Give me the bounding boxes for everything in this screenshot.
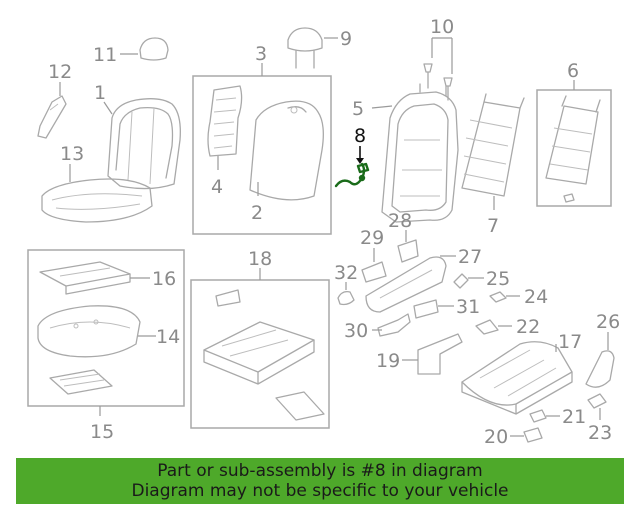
part-15-heater-mat bbox=[49, 369, 113, 395]
part-26-end-cap bbox=[585, 350, 615, 388]
banner-line-2: Diagram may not be specific to your vehi… bbox=[131, 481, 509, 501]
callout-16: 16 bbox=[152, 268, 176, 290]
callout-26: 26 bbox=[596, 311, 620, 333]
part-8-wire-harness bbox=[334, 146, 370, 188]
callout-8: 8 bbox=[354, 125, 366, 147]
callout-6: 6 bbox=[567, 60, 579, 82]
part-2-seatback-foam bbox=[249, 100, 324, 201]
part-4-pad bbox=[207, 85, 243, 157]
part-9-headrest bbox=[287, 27, 323, 69]
callout-7: 7 bbox=[487, 215, 499, 237]
callout-32: 32 bbox=[334, 262, 358, 284]
part-22-clip bbox=[475, 319, 499, 335]
info-banner: Part or sub-assembly is #8 in diagram Di… bbox=[16, 458, 624, 504]
callout-19: 19 bbox=[376, 350, 400, 372]
callout-1: 1 bbox=[94, 82, 106, 104]
callout-27: 27 bbox=[458, 246, 482, 268]
callout-21: 21 bbox=[562, 406, 586, 428]
part-14-cushion-foam bbox=[37, 305, 141, 358]
part-27-side-shield bbox=[365, 256, 447, 313]
part-25-clip bbox=[453, 273, 469, 289]
callout-18: 18 bbox=[248, 248, 272, 270]
banner-line-1: Part or sub-assembly is #8 in diagram bbox=[157, 461, 483, 481]
part-30-trim bbox=[377, 313, 411, 337]
part-17-seat-frame bbox=[461, 341, 573, 415]
part-32-cap bbox=[337, 290, 355, 306]
part-5-seatback-frame bbox=[381, 83, 459, 223]
callout-4: 4 bbox=[211, 176, 223, 198]
part-19-cover bbox=[417, 333, 463, 375]
callout-14: 14 bbox=[156, 326, 180, 348]
callout-2: 2 bbox=[251, 202, 263, 224]
part-7-lumbar-mat bbox=[461, 93, 525, 197]
callout-11: 11 bbox=[93, 44, 117, 66]
part-1-seatback-cover bbox=[107, 98, 181, 190]
callout-13: 13 bbox=[60, 143, 84, 165]
part-11-head-cover bbox=[139, 37, 169, 61]
callout-17: 17 bbox=[558, 331, 582, 353]
callout-24: 24 bbox=[524, 286, 548, 308]
callout-5: 5 bbox=[352, 98, 364, 120]
part-12-side-trim bbox=[37, 95, 67, 139]
callout-25: 25 bbox=[486, 268, 510, 290]
part-31-bracket bbox=[413, 299, 439, 319]
callout-29: 29 bbox=[360, 227, 384, 249]
part-20-nut bbox=[523, 427, 543, 443]
callout-23: 23 bbox=[588, 422, 612, 444]
group-box-15 bbox=[27, 249, 185, 407]
callout-31: 31 bbox=[456, 296, 480, 318]
part-18-seat-track bbox=[203, 289, 325, 421]
part-13-cushion-cover bbox=[41, 178, 153, 223]
callout-28: 28 bbox=[388, 210, 412, 232]
part-24-clip bbox=[489, 291, 507, 303]
part-23-clip bbox=[587, 393, 607, 409]
part-29-bezel bbox=[361, 261, 387, 283]
part-10-bolts bbox=[423, 63, 453, 101]
callout-9: 9 bbox=[340, 28, 352, 50]
part-6-spring-mat bbox=[545, 95, 601, 203]
callout-10: 10 bbox=[430, 16, 454, 38]
callout-15: 15 bbox=[90, 421, 114, 443]
callout-12: 12 bbox=[48, 61, 72, 83]
part-21-bolt bbox=[529, 409, 547, 423]
callout-30: 30 bbox=[344, 320, 368, 342]
seat-parts-diagram: 1 2 3 4 5 6 7 8 9 10 11 12 13 14 15 16 1… bbox=[27, 16, 620, 448]
part-28-switch-knob bbox=[397, 239, 419, 263]
part-16-cushion-pad bbox=[39, 261, 131, 295]
group-box-18 bbox=[190, 279, 330, 429]
callout-20: 20 bbox=[484, 426, 508, 448]
callout-22: 22 bbox=[516, 316, 540, 338]
callout-3: 3 bbox=[255, 43, 267, 65]
